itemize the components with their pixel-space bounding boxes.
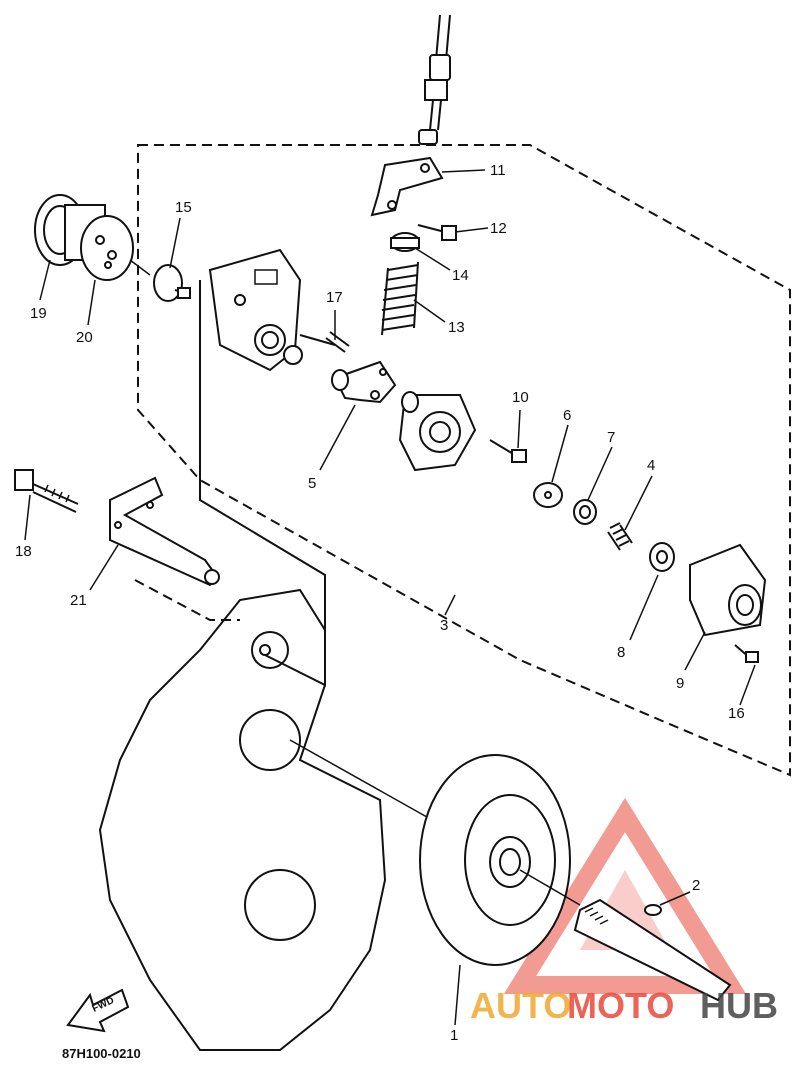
part-12-bolt — [417, 224, 457, 241]
part-18-bolt — [14, 469, 79, 513]
assembly-3-boundary — [137, 144, 791, 777]
label-9: 9 — [676, 675, 684, 692]
leader-shaft-axis — [289, 739, 451, 831]
label-12: 12 — [490, 220, 507, 237]
part-14-collar — [390, 232, 420, 252]
part-11-bracket — [370, 156, 444, 217]
part-4-spring — [607, 522, 633, 551]
label-19: 19 — [30, 305, 47, 322]
part-6-washer — [533, 482, 563, 508]
throttle-cable — [418, 14, 451, 145]
label-16: 16 — [728, 705, 745, 722]
label-21: 21 — [70, 592, 87, 609]
primary-shaft — [573, 898, 732, 1002]
part-gear-housing — [398, 391, 477, 472]
part-17-pin — [325, 331, 350, 353]
drawing-code: 87H100-0210 — [62, 1046, 141, 1061]
label-5: 5 — [308, 475, 316, 492]
label-13: 13 — [448, 319, 465, 336]
part-7-circlip — [573, 499, 597, 525]
governor-housing — [208, 248, 336, 372]
watermark-moto: MOTO — [567, 985, 674, 1026]
part-13-spring — [381, 261, 419, 336]
leader-housing-to-case — [199, 280, 326, 687]
label-3: 3 — [440, 617, 448, 634]
part-labels: 11 12 14 13 17 15 19 20 5 10 6 7 4 8 9 1… — [15, 162, 745, 1044]
label-4: 4 — [647, 457, 655, 474]
label-17: 17 — [326, 289, 343, 306]
part-8-seal — [649, 542, 675, 572]
label-11: 11 — [490, 162, 506, 179]
label-6: 6 — [563, 407, 571, 424]
label-7: 7 — [607, 429, 615, 446]
part-20-cover — [64, 204, 151, 281]
part-1-sheave — [419, 754, 581, 966]
label-14: 14 — [452, 267, 469, 284]
label-10: 10 — [512, 389, 529, 406]
crankcase-outline — [98, 588, 387, 1051]
label-8: 8 — [617, 644, 625, 661]
part-21-stay — [109, 476, 220, 587]
part-15-shaft-washer — [153, 264, 191, 302]
watermark-hub: HUB — [700, 985, 778, 1026]
part-10-bolt — [489, 439, 527, 463]
label-15: 15 — [175, 199, 192, 216]
watermark-auto: AUTO — [470, 985, 571, 1026]
forward-arrow-icon: FWD — [66, 988, 130, 1033]
label-20: 20 — [76, 329, 93, 346]
label-1: 1 — [450, 1027, 458, 1044]
label-2: 2 — [692, 877, 700, 894]
watermark-brand-text: AUTO MOTO HUB — [470, 985, 778, 1026]
part-2-key — [644, 904, 662, 916]
part-9-cover — [689, 543, 767, 637]
leader-21-to-case — [134, 579, 240, 621]
label-18: 18 — [15, 543, 32, 560]
leader-lines — [24, 169, 756, 1026]
part-16-screw — [734, 644, 759, 663]
part-5-lever-shaft — [331, 360, 397, 404]
